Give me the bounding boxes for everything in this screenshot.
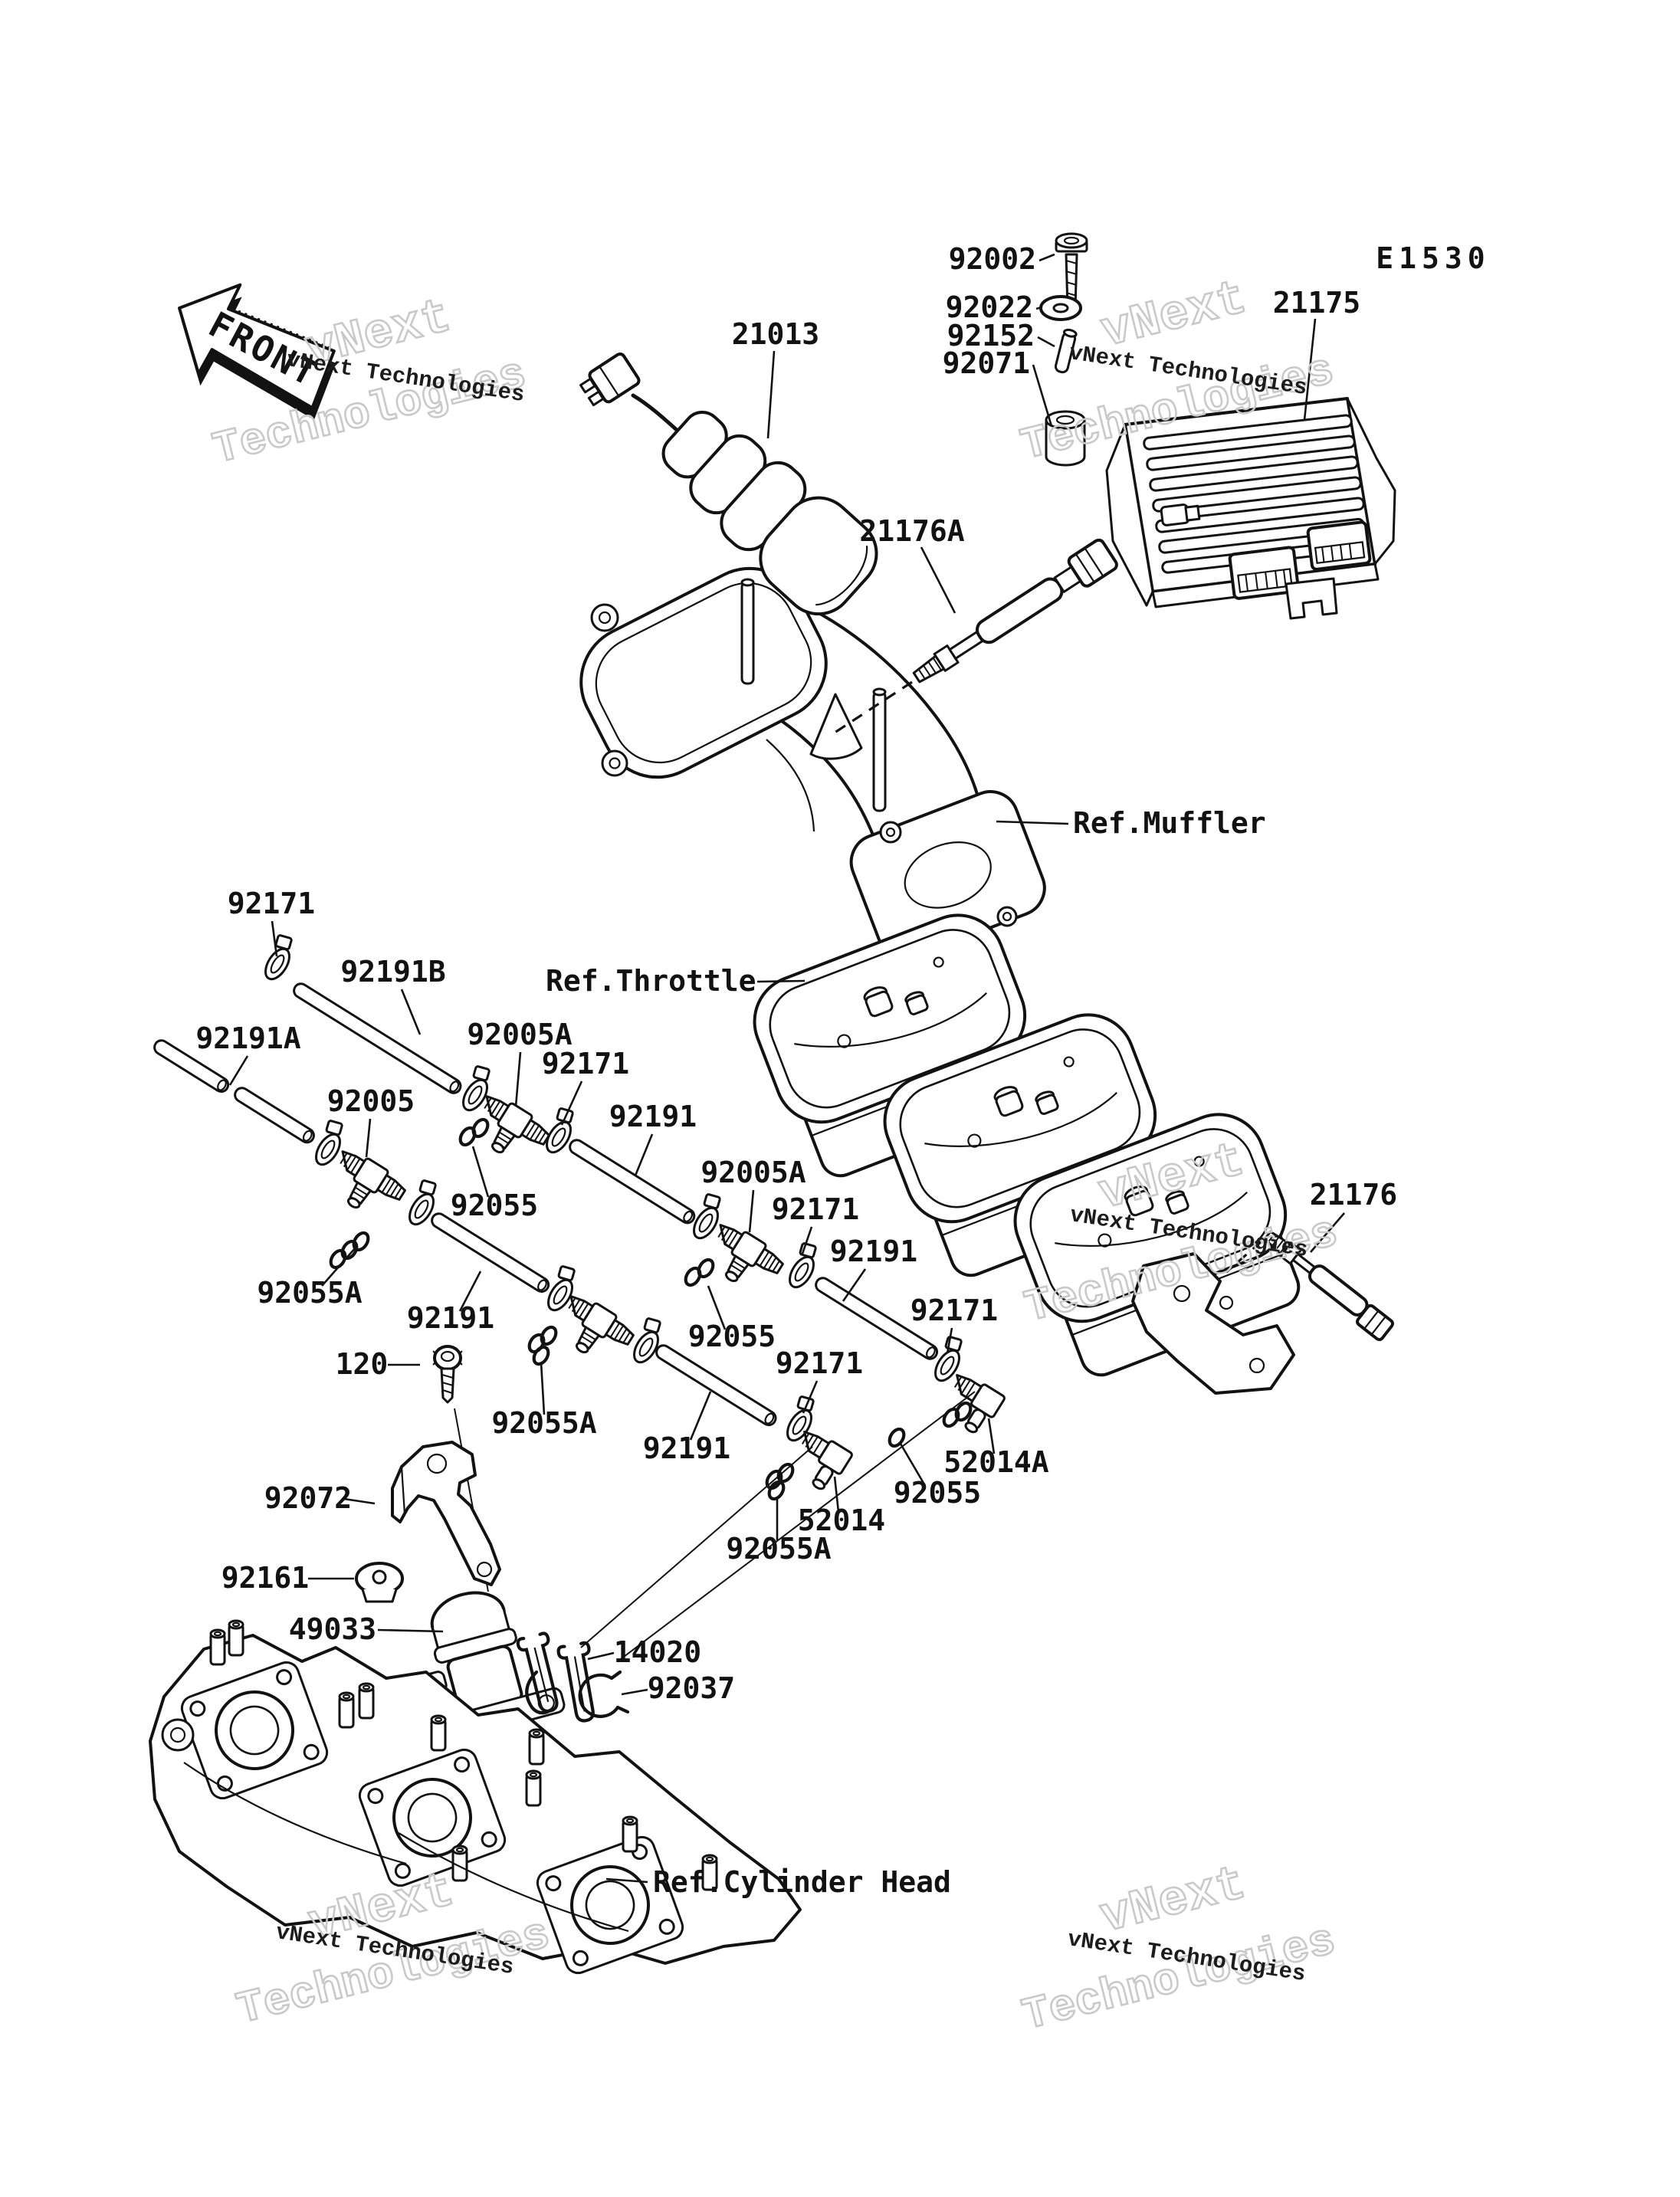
- callout-92161: 92161: [221, 1561, 309, 1595]
- callout-52014A: 52014A: [943, 1445, 1048, 1479]
- callout-92171-4: 92171: [911, 1294, 998, 1327]
- bolt-120: [432, 1345, 463, 1404]
- callout-92005-1: 92005: [327, 1084, 415, 1118]
- pin-92152: [1054, 328, 1078, 374]
- muffler-stud: [740, 578, 755, 685]
- callout-21176: 21176: [1310, 1178, 1397, 1212]
- install-line: [580, 1446, 813, 1648]
- bracket-92072: [391, 1441, 501, 1586]
- ref-cylinder-head: Ref.Cylinder Head: [653, 1865, 951, 1899]
- callout-92171-1: 92171: [228, 887, 315, 920]
- callout-92171-2: 92171: [542, 1047, 629, 1080]
- callout-92055A-2: 92055A: [491, 1406, 596, 1440]
- sensor-21176A: [912, 538, 1118, 684]
- callout-92055-3: 92055: [894, 1476, 981, 1510]
- callout-21013: 21013: [732, 317, 819, 351]
- sensor-21176-connector: [1356, 1303, 1394, 1342]
- callout-92152: 92152: [947, 319, 1035, 353]
- callout-92037: 92037: [648, 1671, 735, 1705]
- callout-92005A-2: 92005A: [701, 1156, 806, 1189]
- callout-92191-3: 92191: [407, 1301, 494, 1335]
- callout-92055A-1: 92055A: [257, 1276, 362, 1310]
- callout-92055-1: 92055: [451, 1189, 538, 1222]
- sensor-21176: [1263, 1230, 1369, 1317]
- grommet-92071: [1045, 410, 1086, 467]
- callout-92055-2: 92055: [688, 1320, 776, 1353]
- install-dash: [832, 680, 913, 736]
- callout-92191-2: 92191: [830, 1235, 917, 1268]
- page-code: E1530: [1376, 241, 1490, 275]
- callout-92191A: 92191A: [195, 1021, 300, 1055]
- leader-lines: [228, 253, 1345, 1884]
- throttle-assembly: [740, 900, 1321, 1395]
- callout-14020: 14020: [614, 1635, 701, 1669]
- ecu-connector: [1306, 520, 1372, 571]
- callout-92002: 92002: [949, 242, 1036, 276]
- callout-92171-3: 92171: [772, 1192, 859, 1226]
- grommet-92161: [355, 1562, 404, 1603]
- muffler-stud: [872, 687, 887, 812]
- callout-92191B: 92191B: [340, 955, 445, 989]
- callout-49033: 49033: [289, 1612, 376, 1646]
- watermark-bottom-right: vNext Technologies vNext Technologies: [1017, 1856, 1342, 2043]
- callout-52014: 52014: [798, 1503, 885, 1537]
- sensor-21013: [579, 353, 878, 616]
- fuel-pipes: [153, 982, 939, 1427]
- callout-92005A-1: 92005A: [467, 1018, 572, 1051]
- callout-92072: 92072: [264, 1481, 352, 1515]
- callout-120: 120: [336, 1347, 389, 1381]
- ref-muffler: Ref.Muffler: [1073, 806, 1266, 840]
- callout-92055A-3: 92055A: [726, 1532, 831, 1566]
- ecu-unit: [1105, 397, 1396, 620]
- callout-92071: 92071: [943, 346, 1030, 380]
- callout-92171-5: 92171: [776, 1346, 863, 1380]
- ecu-connector: [1228, 546, 1300, 600]
- callout-21176A: 21176A: [859, 514, 964, 548]
- callout-labels: E1530 92002 92022 92152 92071 21175 2101…: [195, 241, 1490, 1899]
- throttle-bracket: [1131, 1252, 1295, 1395]
- washer-92022: [1039, 295, 1082, 321]
- callout-92191-4: 92191: [643, 1431, 730, 1465]
- svg-text:vNext: vNext: [1095, 1857, 1252, 1946]
- callout-21175: 21175: [1273, 286, 1360, 320]
- ref-throttle: Ref.Throttle: [546, 964, 756, 998]
- callout-92022: 92022: [946, 290, 1033, 324]
- callout-92191-1: 92191: [609, 1100, 697, 1133]
- install-dash: [1225, 1240, 1263, 1274]
- clamp-92037: [525, 1670, 630, 1718]
- install-line: [617, 1391, 976, 1662]
